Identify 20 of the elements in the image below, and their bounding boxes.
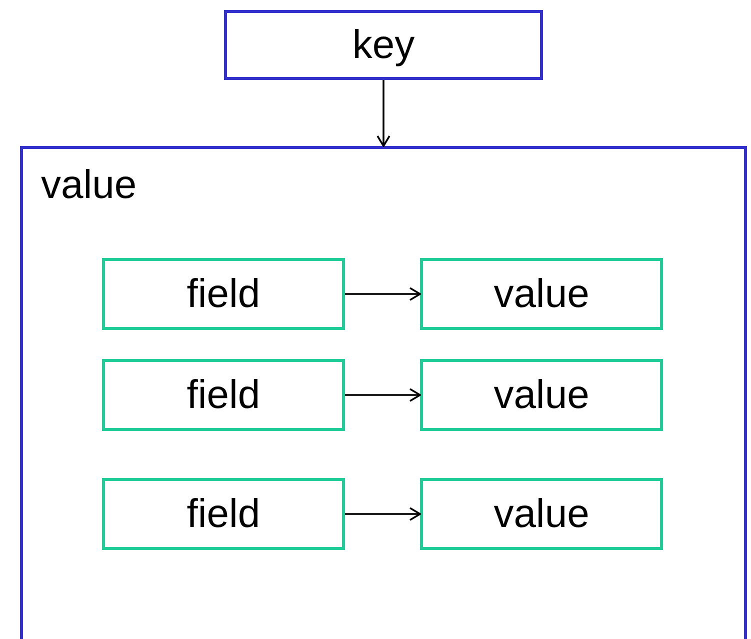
node-label: value (494, 272, 590, 316)
process-box (420, 258, 663, 330)
arrow (345, 507, 421, 521)
process-box (102, 478, 345, 550)
node-label: value (494, 492, 590, 536)
node-label: value (41, 163, 137, 207)
process-box (102, 258, 345, 330)
node-label: field (186, 492, 260, 536)
node-label: key (352, 23, 415, 67)
container-box (20, 146, 747, 639)
process-box (420, 359, 663, 431)
process-box (420, 478, 663, 550)
node-label: value (494, 373, 590, 417)
node-label: field (186, 272, 260, 316)
arrow (345, 287, 421, 301)
process-box (224, 10, 543, 80)
arrow (376, 80, 390, 147)
node-label: field (186, 373, 260, 417)
arrow (345, 388, 421, 402)
process-box (102, 359, 345, 431)
